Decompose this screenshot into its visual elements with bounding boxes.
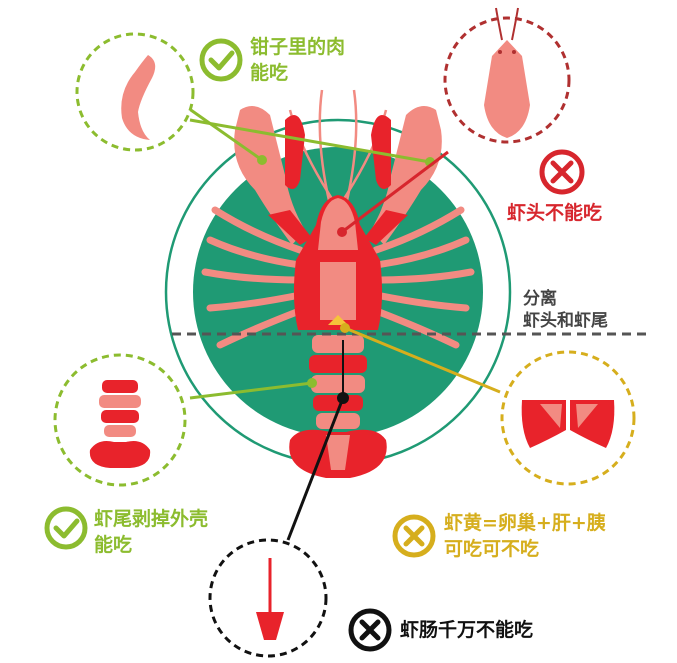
roe-label: 虾黄=卵巢+肝+胰 可吃可不吃 [444,510,606,562]
crayfish-legs [201,206,475,349]
roe-label-line1: 虾黄=卵巢+肝+胰 [444,512,606,534]
tail-check-icon [44,506,88,550]
intestine-label: 虾肠千万不能吃 [400,617,533,643]
claw-label-line2: 能吃 [250,62,289,84]
head-label: 虾头不能吃 [507,200,602,226]
intestine-cross-icon [348,608,392,652]
left-claw [234,106,312,245]
separate-label-line2: 虾头和虾尾 [523,311,608,331]
claw-check-icon [199,38,243,82]
intestine-badge [208,538,328,658]
tail-label: 虾尾剥掉外壳 能吃 [94,506,208,558]
separate-label-line1: 分离 [523,289,557,309]
connectors [187,106,501,541]
tail-icon [89,380,151,468]
head-label-line1: 虾头不能吃 [507,202,603,224]
intestine-label-line1: 虾肠千万不能吃 [400,619,534,641]
crayfish-head [293,195,383,330]
roe-cross-icon [392,514,436,558]
claw-label-line1: 钳子里的肉 [250,36,346,58]
separate-label: 分离 虾头和虾尾 [523,288,608,332]
tail-label-line1: 虾尾剥掉外壳 [94,508,209,530]
roe-badge [500,350,636,486]
head-icon [484,7,530,138]
head-cross-icon [539,149,585,195]
tail-label-line2: 能吃 [94,534,133,556]
crayfish-tail [289,335,387,478]
claw-meat-icon [121,55,156,140]
roe-label-line2: 可吃可不吃 [444,538,540,560]
roe-icon [521,400,615,448]
claw-label: 钳子里的肉 能吃 [250,34,345,86]
intestine-icon [256,558,284,640]
